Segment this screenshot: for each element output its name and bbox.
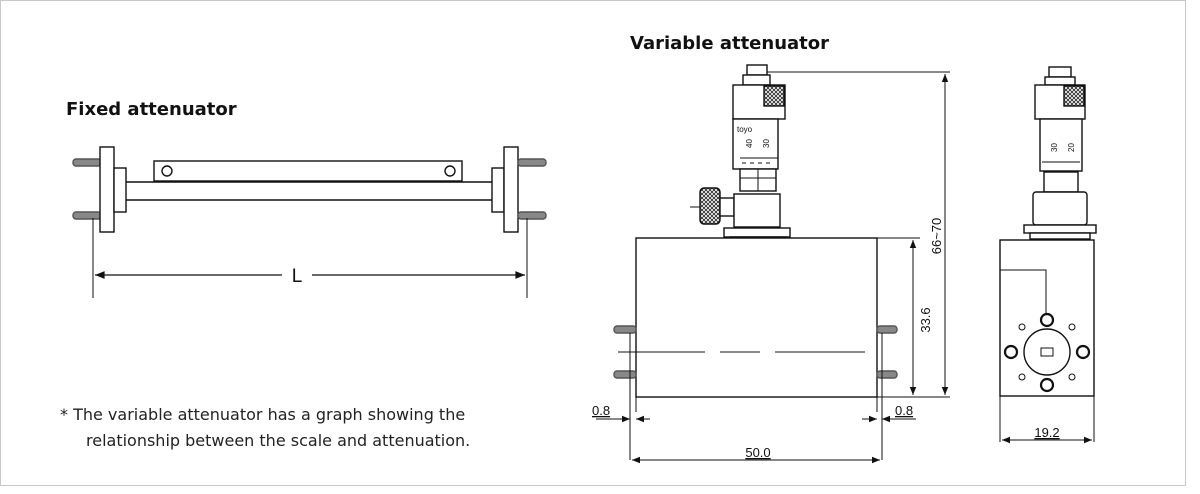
dim-flange-right: 0.8 [895, 403, 913, 418]
scale-mark-40: 40 [745, 139, 754, 148]
attenuator-body [635, 237, 878, 398]
fixed-attenuator-drawing [72, 146, 547, 298]
dim-body-height: 33.6 [918, 307, 933, 332]
length-label: L [292, 266, 303, 287]
variable-attenuator-side-view [596, 64, 950, 464]
dim-body-length: 50.0 [745, 445, 770, 460]
dim-flange-left: 0.8 [592, 403, 610, 418]
dim-width: 19.2 [1034, 425, 1059, 440]
footnote-line-1: * The variable attenuator has a graph sh… [60, 405, 466, 424]
waveguide-body [126, 160, 492, 201]
micrometer-brand: toyo [737, 125, 753, 134]
variable-attenuator-title: Variable attenuator [630, 33, 830, 54]
footnote-line-2: relationship between the scale and atten… [86, 431, 471, 450]
right-flange [491, 146, 547, 233]
micrometer-head [732, 64, 786, 192]
left-flange [72, 146, 127, 233]
fixed-attenuator-title: Fixed attenuator [66, 99, 237, 120]
side-knob [690, 187, 735, 225]
figure-frame [0, 0, 1186, 486]
front-scale-mark-20: 20 [1067, 143, 1076, 152]
variable-attenuator-front-view [999, 66, 1097, 444]
front-scale-mark-30: 30 [1050, 143, 1059, 152]
dim-total-height: 66~70 [929, 218, 944, 255]
scale-mark-30: 30 [762, 139, 771, 148]
